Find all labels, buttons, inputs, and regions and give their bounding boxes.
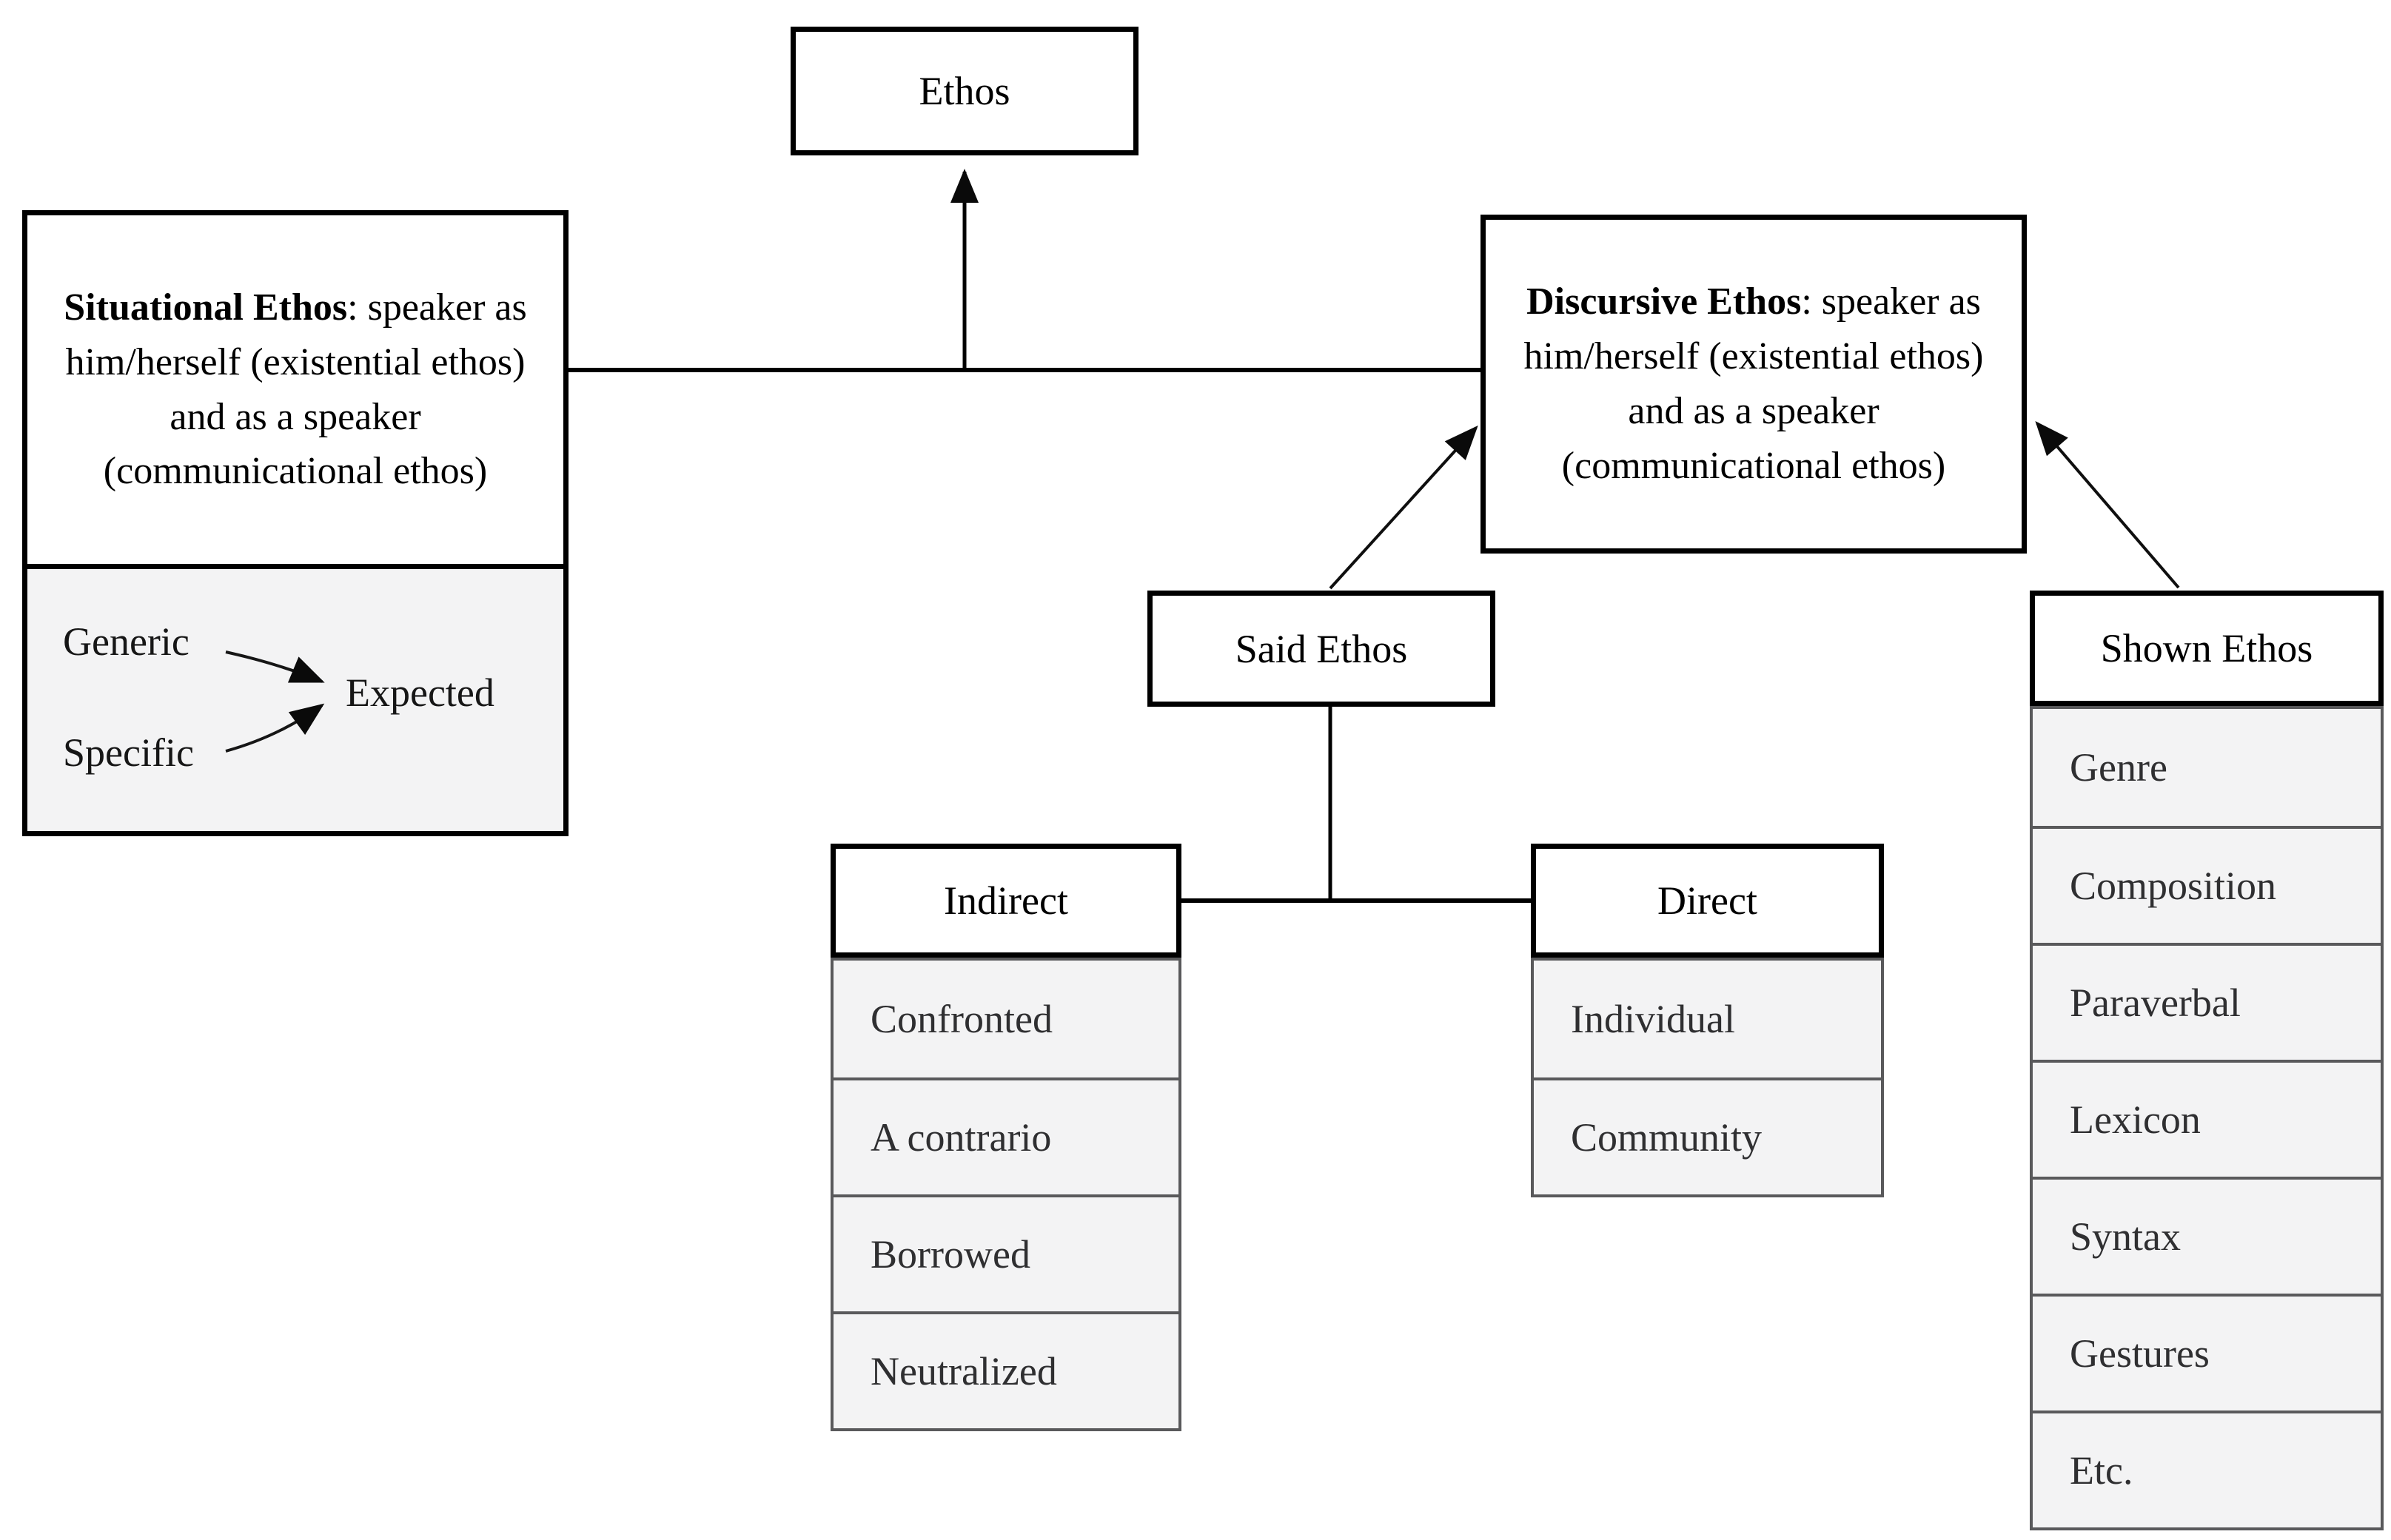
row-label: Borrowed	[871, 1232, 1030, 1277]
shown-ethos-header: Shown Ethos	[2030, 591, 2384, 706]
row-label: Etc.	[2070, 1448, 2133, 1493]
said-ethos-label: Said Ethos	[1235, 626, 1408, 671]
row-label: Individual	[1571, 997, 1735, 1041]
table-row: Confronted	[834, 961, 1178, 1077]
direct-table: Direct Individual Community	[1531, 844, 1884, 1197]
table-row: Gestures	[2033, 1294, 2381, 1410]
specific-label: Specific	[63, 730, 194, 775]
table-row: Paraverbal	[2033, 943, 2381, 1060]
ethos-root-box: Ethos	[791, 27, 1139, 155]
row-label: Paraverbal	[2070, 981, 2241, 1025]
row-label: Lexicon	[2070, 1097, 2201, 1142]
situational-ethos-title: Situational Ethos	[64, 286, 348, 329]
table-row: Etc.	[2033, 1410, 2381, 1527]
row-label: Genre	[2070, 745, 2167, 790]
shown-ethos-table: Shown Ethos Genre Composition Paraverbal…	[2030, 591, 2384, 1530]
table-row: Neutralized	[834, 1311, 1178, 1428]
row-label: Neutralized	[871, 1349, 1057, 1393]
indirect-header: Indirect	[831, 844, 1181, 958]
table-row: Genre	[2033, 709, 2381, 826]
converging-arrows-icon	[225, 650, 325, 753]
situational-ethos-description: Situational Ethos: speaker as him/hersel…	[27, 215, 563, 569]
row-label: Community	[1571, 1115, 1763, 1160]
arrow-said-to-discursive-icon	[1329, 426, 1478, 590]
table-row: Community	[1534, 1077, 1881, 1194]
shown-ethos-label: Shown Ethos	[2100, 626, 2313, 670]
indirect-label: Indirect	[944, 878, 1068, 923]
row-label: Syntax	[2070, 1214, 2182, 1259]
expectation-panel: Generic Specific Expected	[27, 569, 563, 831]
discursive-ethos-box: Discursive Ethos: speaker as him/herself…	[1480, 215, 2027, 554]
indirect-rows: Confronted A contrario Borrowed Neutrali…	[831, 958, 1181, 1431]
table-row: Lexicon	[2033, 1060, 2381, 1177]
direct-label: Direct	[1657, 878, 1757, 923]
row-label: Composition	[2070, 864, 2277, 908]
discursive-ethos-text: Discursive Ethos: speaker as him/herself…	[1523, 280, 1984, 487]
shown-ethos-rows: Genre Composition Paraverbal Lexicon Syn…	[2030, 706, 2384, 1530]
direct-header: Direct	[1531, 844, 1884, 958]
row-label: Gestures	[2070, 1331, 2210, 1376]
situational-ethos-box: Situational Ethos: speaker as him/hersel…	[22, 210, 569, 836]
indirect-table: Indirect Confronted A contrario Borrowed…	[831, 844, 1181, 1431]
row-label: A contrario	[871, 1115, 1052, 1160]
table-row: Individual	[1534, 961, 1881, 1077]
table-row: Borrowed	[834, 1194, 1178, 1311]
said-ethos-box: Said Ethos	[1147, 591, 1495, 707]
table-row: Composition	[2033, 826, 2381, 943]
expected-label: Expected	[346, 670, 494, 715]
arrow-shown-to-discursive-icon	[2035, 420, 2180, 589]
ethos-root-label: Ethos	[919, 69, 1010, 113]
direct-rows: Individual Community	[1531, 958, 1884, 1197]
situational-ethos-text: Situational Ethos: speaker as him/hersel…	[64, 286, 527, 493]
generic-label: Generic	[63, 619, 190, 664]
discursive-ethos-title: Discursive Ethos	[1526, 280, 1802, 323]
table-row: A contrario	[834, 1077, 1178, 1194]
table-row: Syntax	[2033, 1177, 2381, 1294]
row-label: Confronted	[871, 997, 1053, 1041]
link-said-to-branches	[1180, 707, 1532, 903]
